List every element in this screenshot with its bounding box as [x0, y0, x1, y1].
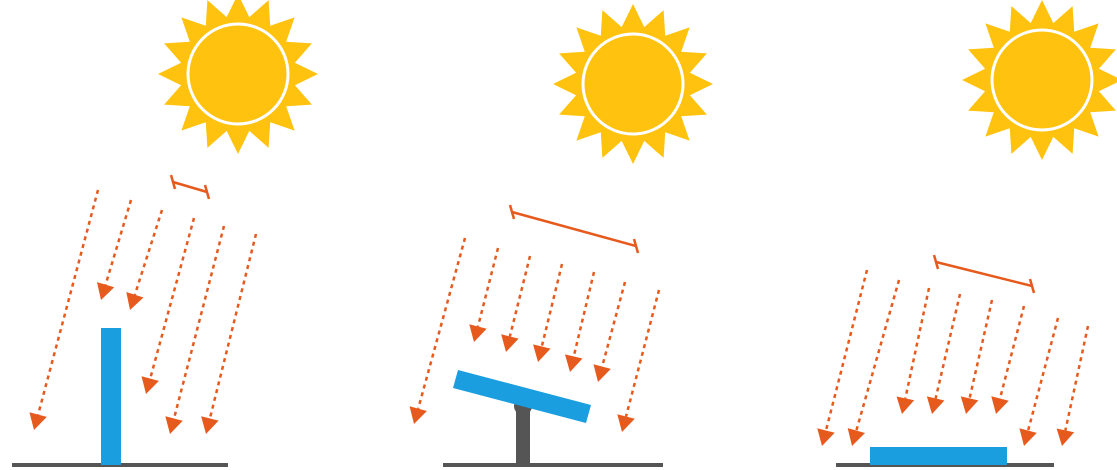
arrow-head-icon [848, 428, 865, 446]
sun-ray [593, 282, 625, 382]
solar-panel [101, 328, 121, 465]
sun-ray [961, 300, 992, 414]
sun-ray [927, 294, 960, 414]
sun-rays-group [29, 190, 256, 434]
measure-bracket [171, 175, 209, 199]
sun-ray [165, 226, 224, 434]
sun-icon [553, 4, 713, 164]
ray-line [1000, 306, 1024, 399]
arrow-head-icon [593, 364, 610, 382]
arrow-head-icon [961, 396, 979, 414]
sun-ray [848, 280, 899, 446]
ray-line [38, 190, 98, 415]
scene-tracking-panel [410, 4, 713, 465]
ray-line [602, 282, 625, 367]
sun-ray [126, 210, 162, 310]
sun-ray [410, 238, 465, 424]
sun-ray [617, 290, 659, 432]
sun-ray [29, 190, 98, 430]
sun-icon [158, 0, 318, 154]
ray-line [1028, 318, 1058, 431]
ray-line [542, 264, 562, 346]
sun-ray [1019, 318, 1058, 446]
measure-bracket [934, 255, 1034, 293]
arrow-head-icon [565, 354, 583, 372]
sun-ray [97, 200, 131, 300]
solar-panel [870, 447, 1007, 465]
sun-ray [533, 264, 562, 362]
arrow-head-icon [1057, 428, 1075, 446]
ray-line [856, 280, 899, 431]
ray-line [905, 288, 929, 398]
sun-ray [501, 256, 530, 352]
arrow-head-icon [410, 406, 427, 424]
arrow-head-icon [617, 414, 634, 432]
sun-icon [962, 0, 1117, 160]
sun-ray [565, 272, 594, 372]
scene-vertical-panel [12, 0, 318, 465]
ray-line [936, 294, 960, 398]
sun-ray [201, 234, 256, 434]
ray-line [478, 248, 498, 326]
arrow-head-icon [897, 396, 915, 414]
measure-bracket [510, 205, 638, 253]
arrow-head-icon [29, 412, 46, 430]
ray-line [510, 256, 530, 336]
ray-line [210, 234, 256, 418]
sun-ray [991, 306, 1024, 414]
scene-flat-panel [817, 0, 1117, 465]
sun-rays-group [817, 270, 1088, 446]
ray-line [106, 200, 131, 285]
arrow-head-icon [501, 334, 518, 352]
ray-line [135, 210, 162, 295]
arrow-head-icon [97, 282, 114, 300]
arrow-head-icon [927, 396, 945, 414]
sun-ray [897, 288, 929, 414]
sun-ray [1057, 326, 1088, 446]
arrow-head-icon [991, 396, 1008, 414]
ray-line [626, 290, 659, 417]
sun-ray [469, 248, 498, 342]
arrow-head-icon [1019, 428, 1036, 446]
arrow-head-icon [817, 428, 834, 446]
arrow-head-icon [469, 324, 486, 342]
ray-line [1065, 326, 1088, 430]
ray-line [574, 272, 594, 356]
arrow-head-icon [201, 416, 218, 434]
arrow-head-icon [533, 344, 550, 362]
ray-line [826, 270, 867, 430]
arrow-head-icon [165, 416, 182, 434]
arrow-head-icon [142, 376, 159, 394]
ray-line [970, 300, 992, 398]
ray-line [150, 218, 194, 379]
